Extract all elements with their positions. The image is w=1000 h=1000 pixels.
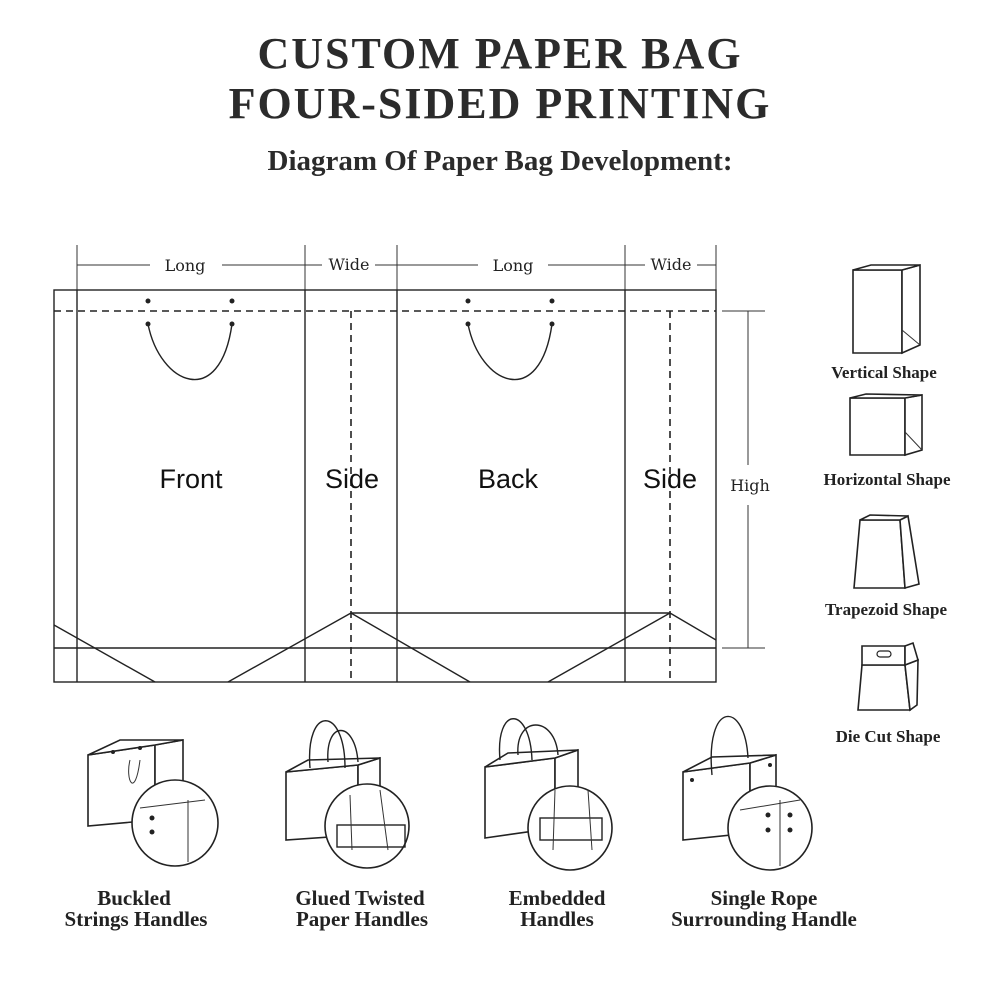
handle-label-rope-1: Single Rope xyxy=(711,886,818,910)
dim-long-2: Long xyxy=(493,256,534,275)
panel-front-label: Front xyxy=(159,464,223,494)
title-line-1: CUSTOM PAPER BAG xyxy=(257,29,743,78)
dimension-lines xyxy=(76,245,765,649)
handle-label-rope-2: Surrounding Handle xyxy=(671,907,857,931)
panel-side-1-label: Side xyxy=(325,464,379,494)
single-rope-bag-icon xyxy=(682,715,813,871)
shape-label-vertical: Vertical Shape xyxy=(831,363,937,382)
rope-handle-back xyxy=(465,298,555,381)
dim-long-1: Long xyxy=(165,256,206,275)
buckled-string-bag-icon xyxy=(87,739,219,867)
trapezoid-bag-icon xyxy=(853,514,920,590)
handle-label-buckled-2: Strings Handles xyxy=(65,907,208,931)
glued-twisted-bag-icon xyxy=(285,720,410,869)
dim-wide-1: Wide xyxy=(329,255,370,274)
dim-high: High xyxy=(730,476,770,495)
title-line-2: FOUR-SIDED PRINTING xyxy=(228,79,772,128)
panel-back-label: Back xyxy=(478,464,539,494)
dim-wide-2: Wide xyxy=(651,255,692,274)
handle-label-embedded-1: Embedded xyxy=(509,886,606,910)
horizontal-bag-icon xyxy=(849,393,923,457)
shape-label-die-cut: Die Cut Shape xyxy=(836,727,941,746)
handle-label-glued-2: Paper Handles xyxy=(296,907,428,931)
shape-label-trapezoid: Trapezoid Shape xyxy=(825,600,947,619)
handle-label-embedded-2: Handles xyxy=(520,907,594,931)
vertical-bag-icon xyxy=(852,263,921,355)
embedded-handle-bag-icon xyxy=(484,718,613,871)
rope-handle-front xyxy=(145,298,235,381)
bag-outline xyxy=(53,289,717,683)
subtitle: Diagram Of Paper Bag Development: xyxy=(267,145,733,177)
handle-label-glued-1: Glued Twisted xyxy=(295,886,425,910)
handle-label-buckled-1: Buckled xyxy=(97,886,171,910)
shape-label-horizontal: Horizontal Shape xyxy=(823,470,950,489)
die-cut-bag-icon xyxy=(857,641,919,712)
panel-side-2-label: Side xyxy=(643,464,697,494)
